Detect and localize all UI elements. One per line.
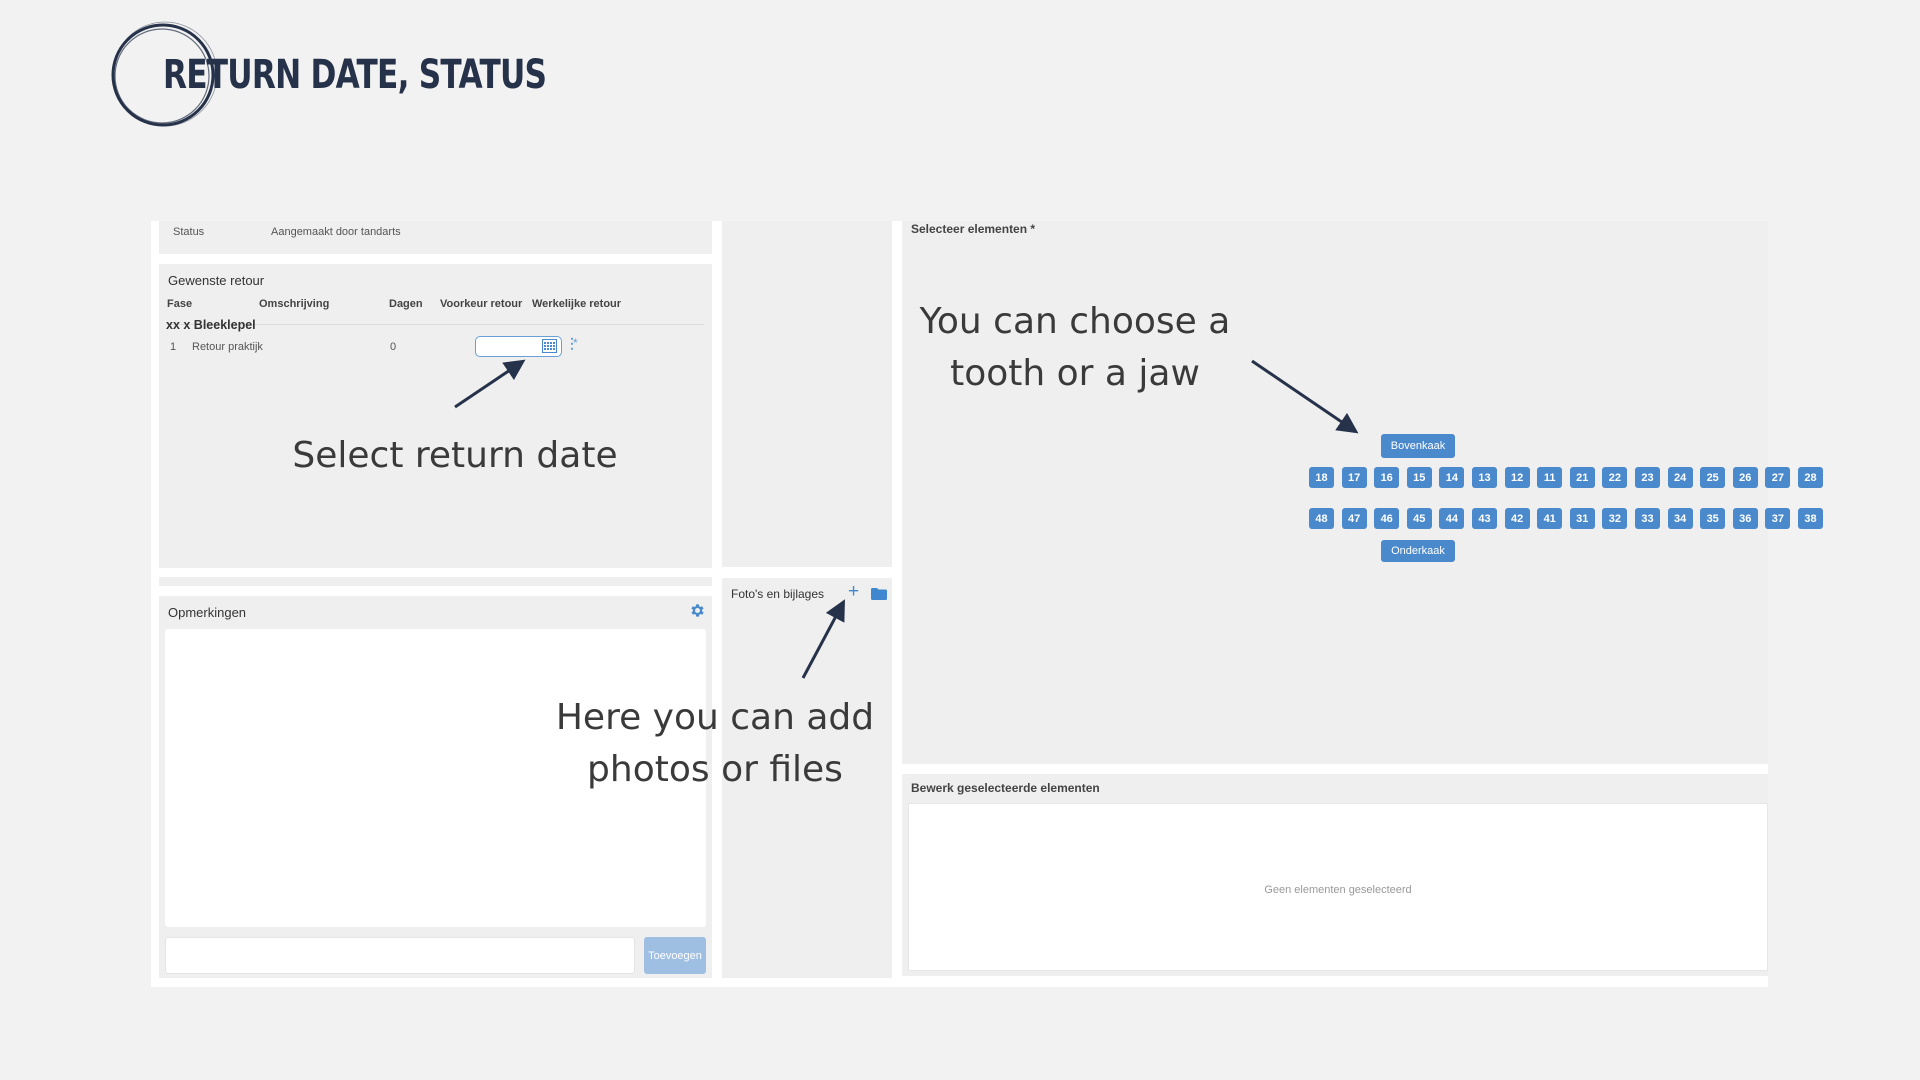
header-divider — [167, 324, 704, 325]
tooth-button-17[interactable]: 17 — [1341, 467, 1367, 488]
return-panel: Gewenste retour Fase Omschrijving Dagen … — [159, 264, 712, 568]
edit-selected-title: Bewerk geselecteerde elementen — [911, 781, 1100, 795]
tooth-button-37[interactable]: 37 — [1765, 508, 1791, 529]
select-elements-title: Selecteer elementen * — [911, 222, 1036, 236]
tooth-button-28[interactable]: 28 — [1798, 467, 1823, 488]
product-group-title: xx x Bleeklepel — [166, 318, 256, 332]
tooth-button-42[interactable]: 42 — [1504, 508, 1530, 529]
attachments-title: Foto's en bijlages — [731, 587, 825, 601]
tooth-button-34[interactable]: 34 — [1667, 508, 1693, 529]
select-elements-panel: Selecteer elementen * Bovenkaak 18 17 16 15… — [902, 221, 1823, 764]
tooth-button-25[interactable]: 25 — [1700, 467, 1726, 488]
status-panel: Status Aangemaakt door tandarts — [159, 221, 712, 254]
remarks-panel: Opmerkingen Toevoegen — [159, 596, 712, 978]
tooth-button-33[interactable]: 33 — [1635, 508, 1660, 529]
tooth-button-46[interactable]: 46 — [1374, 508, 1400, 529]
tooth-button-13[interactable]: 13 — [1472, 467, 1497, 488]
annotation-photos: Here you can add photos or files — [555, 697, 875, 790]
tooth-button-44[interactable]: 44 — [1439, 508, 1465, 529]
tooth-button-47[interactable]: 47 — [1341, 508, 1367, 529]
status-value: Aangemaakt door tandarts — [271, 226, 401, 238]
folder-icon[interactable] — [871, 588, 887, 600]
calendar-icon[interactable] — [542, 339, 557, 353]
return-section-title: Gewenste retour — [168, 273, 265, 288]
tooth-button-32[interactable]: 32 — [1602, 508, 1628, 529]
annotation-tooth-jaw: You can choose a tooth or a jaw — [919, 301, 1231, 394]
tooth-button-12[interactable]: 12 — [1504, 467, 1530, 488]
column-header-dagen: Dagen — [389, 298, 423, 310]
column-header-werkelijke-retour: Werkelijke retour — [532, 298, 622, 310]
column-header-voorkeur-retour: Voorkeur retour — [440, 298, 523, 310]
tooth-button-16[interactable]: 16 — [1374, 467, 1400, 488]
column-header-fase: Fase — [167, 298, 193, 310]
remark-input[interactable] — [165, 937, 635, 974]
tooth-button-18[interactable]: 18 — [1309, 467, 1334, 488]
tooth-button-24[interactable]: 24 — [1667, 467, 1693, 488]
tooth-button-45[interactable]: 45 — [1406, 508, 1432, 529]
lower-jaw-button[interactable]: Onderkaak — [1381, 540, 1455, 562]
column-header-omschrijving: Omschrijving — [259, 298, 330, 310]
tooth-button-21[interactable]: 21 — [1569, 467, 1595, 488]
tooth-button-14[interactable]: 14 — [1439, 467, 1465, 488]
tooth-button-27[interactable]: 27 — [1765, 467, 1791, 488]
add-remark-button[interactable]: Toevoegen — [644, 937, 706, 974]
tooth-button-41[interactable]: 41 — [1537, 508, 1563, 529]
more-options-icon[interactable]: ⋮ — [565, 335, 579, 351]
required-marker: * — [573, 336, 578, 350]
add-attachment-icon[interactable]: + — [848, 581, 860, 602]
selected-elements-box: Geen elementen geselecteerd — [908, 803, 1768, 971]
remarks-list — [165, 629, 706, 927]
annotation-return-date: Select return date — [292, 435, 618, 476]
tooth-button-38[interactable]: 38 — [1798, 508, 1823, 529]
row-dagen: 0 — [390, 341, 397, 353]
row-omschrijving: Retour praktijk — [192, 341, 263, 353]
remarks-title: Opmerkingen — [168, 605, 247, 620]
tooth-button-22[interactable]: 22 — [1602, 467, 1628, 488]
tooth-button-35[interactable]: 35 — [1700, 508, 1726, 529]
tooth-button-36[interactable]: 36 — [1732, 508, 1758, 529]
edit-selected-panel: Bewerk geselecteerde elementen Geen elem… — [902, 774, 1768, 976]
empty-selection-message: Geen elementen geselecteerd — [1264, 884, 1412, 896]
tooth-button-23[interactable]: 23 — [1635, 467, 1660, 488]
app-screenshot: Status Aangemaakt door tandarts Gewenste… — [151, 221, 1823, 987]
tooth-button-26[interactable]: 26 — [1732, 467, 1758, 488]
tooth-button-15[interactable]: 15 — [1406, 467, 1432, 488]
tooth-button-11[interactable]: 11 — [1537, 467, 1563, 488]
tooth-button-31[interactable]: 31 — [1569, 508, 1595, 529]
divider-strip — [159, 577, 712, 586]
tooth-button-48[interactable]: 48 — [1309, 508, 1334, 529]
tooth-button-43[interactable]: 43 — [1472, 508, 1497, 529]
middle-empty-panel — [722, 221, 892, 567]
return-date-input[interactable] — [475, 336, 562, 357]
logo-ring-icon — [111, 21, 218, 127]
status-label: Status — [173, 226, 205, 238]
row-fase: 1 — [170, 341, 177, 353]
page-title: RETURN DATE, STATUS — [163, 52, 547, 98]
upper-jaw-button[interactable]: Bovenkaak — [1381, 434, 1455, 458]
gear-icon[interactable] — [689, 602, 706, 619]
